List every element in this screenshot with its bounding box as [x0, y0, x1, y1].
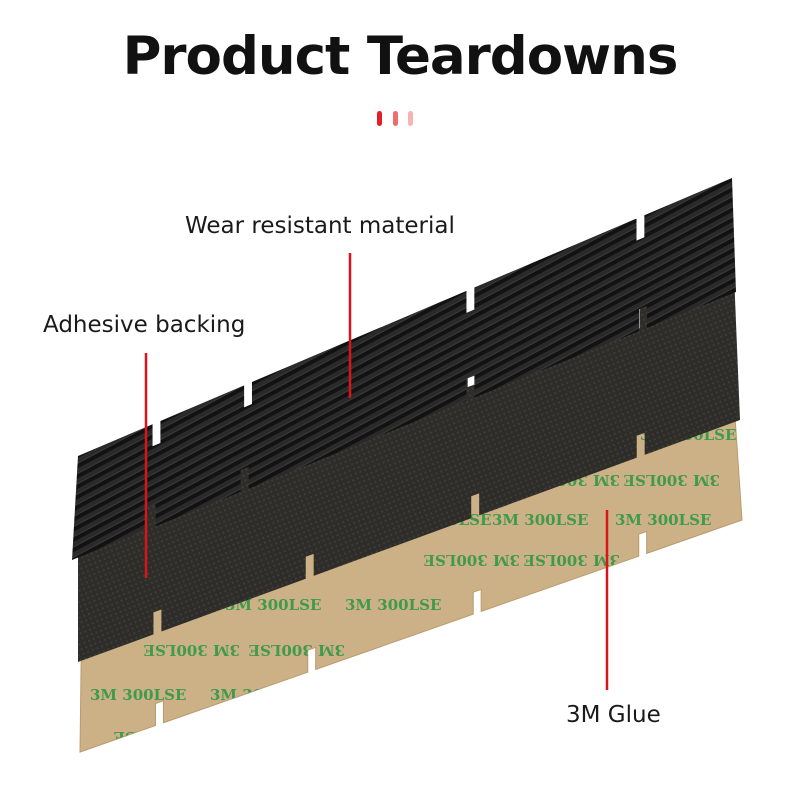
- label-3m-glue: 3M Glue: [566, 702, 661, 728]
- adhesive-backing-sheet: [78, 274, 740, 662]
- accent-dot: [393, 111, 398, 126]
- glue-print-text: 3M 300LSE: [424, 551, 520, 569]
- glue-print-text: 3M 300LSE: [492, 511, 588, 529]
- wear-resistant-sheet: [72, 178, 736, 560]
- glue-print-text: 3M 300LSE: [249, 641, 345, 659]
- glue-print-text: 3M 300LSE: [624, 471, 720, 489]
- glue-print-text: 3M 300LSE: [144, 641, 240, 659]
- glue-print-text: 3M 300LSE: [114, 728, 210, 746]
- glue-print-text: 3M 300LSE: [345, 596, 441, 614]
- glue-print-text: 3M 300LSE: [210, 686, 306, 704]
- page-title: Product Teardowns: [122, 26, 679, 87]
- glue-print-text: 3M 300LSE: [524, 551, 620, 569]
- glue-print-text: 3M 300LSE: [615, 511, 711, 529]
- accent-dot: [408, 111, 413, 126]
- accent-dots: [377, 111, 417, 127]
- glue-print-text: 3M 300LSE: [225, 596, 321, 614]
- accent-dot: [377, 111, 382, 126]
- glue-print-text: 3M 300LSE: [90, 686, 186, 704]
- label-adhesive-backing: Adhesive backing: [43, 312, 246, 338]
- label-wear-resistant: Wear resistant material: [185, 213, 455, 239]
